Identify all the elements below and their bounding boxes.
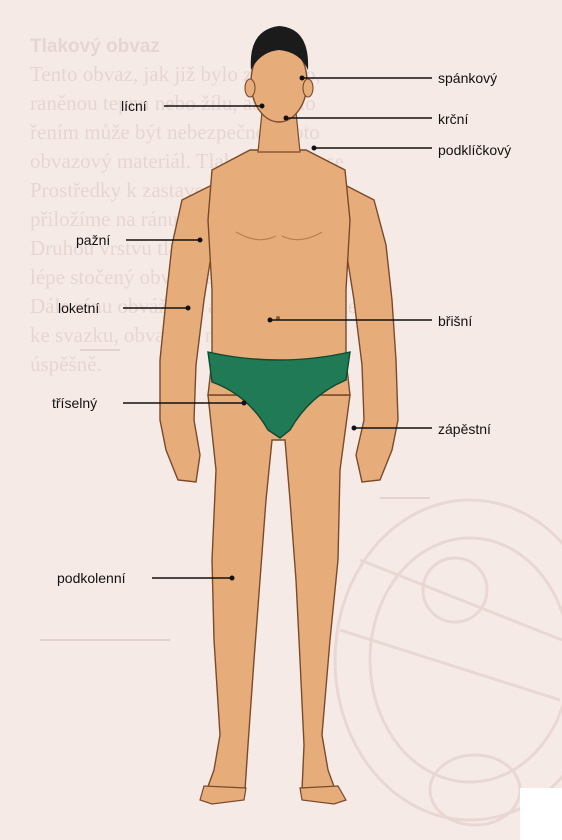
left-foot bbox=[200, 786, 246, 804]
label-podklickovy: podklíčkový bbox=[438, 142, 511, 158]
right-foot bbox=[300, 786, 346, 804]
left-ear bbox=[303, 79, 313, 97]
label-licni: lícní bbox=[121, 98, 147, 114]
label-krcni: krční bbox=[438, 111, 468, 127]
label-pazni: pažní bbox=[76, 232, 110, 248]
legs bbox=[206, 395, 350, 800]
label-spankovy: spánkový bbox=[438, 70, 497, 86]
label-podkolenni: podkolenní bbox=[57, 570, 126, 586]
label-loketni: loketní bbox=[58, 300, 99, 316]
left-arm bbox=[345, 185, 398, 482]
label-brisni: břišní bbox=[438, 313, 472, 329]
right-arm bbox=[160, 185, 212, 482]
right-ear bbox=[245, 79, 255, 97]
label-triselny: tříselný bbox=[52, 395, 97, 411]
corner-patch bbox=[520, 788, 562, 840]
label-zapestni: zápěstní bbox=[438, 421, 491, 437]
